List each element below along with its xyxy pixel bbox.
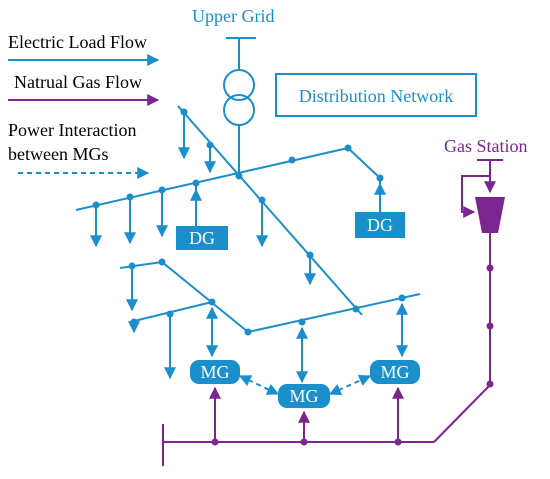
gas-nodes xyxy=(211,264,494,446)
mg-box-center xyxy=(278,384,330,408)
gas-station: Gas Station xyxy=(444,136,528,233)
legend-interaction-label-2: between MGs xyxy=(8,144,108,164)
dg-feed-arrows xyxy=(190,182,386,226)
legend-interaction-label-1: Power Interaction xyxy=(8,120,136,140)
transformer-icon xyxy=(223,69,255,101)
legend-electric-label: Electric Load Flow xyxy=(8,32,147,52)
gas-station-label: Gas Station xyxy=(444,136,528,156)
upper-grid-label: Upper Grid xyxy=(192,6,274,26)
mg-label-left: MG xyxy=(200,362,229,382)
mg-box-right xyxy=(370,360,420,384)
mg-box-left xyxy=(190,360,240,384)
compressor-icon xyxy=(475,197,505,233)
distribution-network-box xyxy=(275,73,477,117)
mg-label-center: MG xyxy=(289,386,318,406)
dg-label-left: DG xyxy=(189,228,215,248)
legend-gas-label: Natrual Gas Flow xyxy=(14,72,142,92)
distribution-network-label: Distribution Network xyxy=(299,86,454,106)
dg-box-left xyxy=(176,226,228,250)
mg-interaction-links xyxy=(238,374,372,396)
gas-pipeline xyxy=(162,233,491,466)
mg-label-right: MG xyxy=(380,362,409,382)
upper-grid: Upper Grid xyxy=(192,6,274,176)
gas-supply-arrows xyxy=(209,386,404,442)
mg-network-links xyxy=(206,302,408,384)
load-arrows xyxy=(90,112,316,380)
dg-label-right: DG xyxy=(367,215,393,235)
legend: Electric Load Flow Natrual Gas Flow Powe… xyxy=(8,32,160,179)
dg-box-right xyxy=(355,212,405,238)
